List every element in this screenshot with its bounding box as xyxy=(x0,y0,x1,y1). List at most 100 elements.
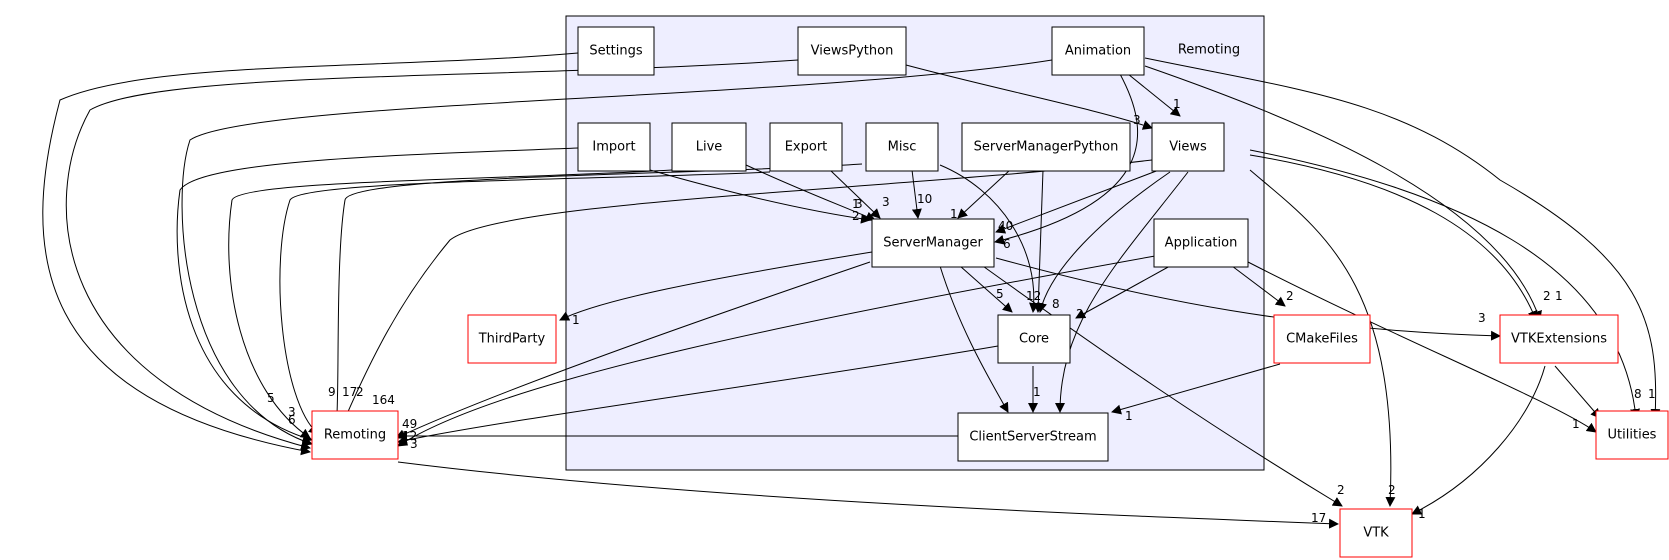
edges xyxy=(42,52,1661,529)
edge-count: 2 xyxy=(1388,483,1396,497)
node-live[interactable]: Live xyxy=(671,122,747,172)
node-remoting[interactable]: Remoting xyxy=(311,410,399,460)
edge-views-remoting xyxy=(338,159,1153,431)
edge-count: 2 xyxy=(356,385,364,399)
cluster-label: Remoting xyxy=(1178,43,1240,58)
edge-count: 3 xyxy=(882,195,890,209)
edge-application-core xyxy=(1075,265,1171,319)
edge-count: 10 xyxy=(917,192,932,206)
edge-count: 1 xyxy=(1555,289,1563,303)
node-client-server-stream[interactable]: ClientServerStream xyxy=(957,412,1109,462)
edge-count: 2 xyxy=(1076,307,1084,321)
edge-application-utilities xyxy=(1247,261,1597,433)
node-export[interactable]: Export xyxy=(769,122,843,172)
edge-count: 3 xyxy=(1478,311,1486,325)
node-vtk-extensions[interactable]: VTKExtensions xyxy=(1499,314,1619,364)
edge-count: 6 xyxy=(1003,237,1011,251)
edge-cmakefiles-clientserverstream xyxy=(1111,363,1281,415)
edge-core-remoting xyxy=(397,345,999,445)
edge-live-remoting xyxy=(228,169,673,439)
edge-application-cmakefiles xyxy=(1231,265,1286,307)
edge-servermanager-clientserverstream xyxy=(939,265,1009,413)
svg-text:Animation: Animation xyxy=(1065,44,1131,59)
edge-count: 164 xyxy=(372,393,395,407)
svg-text:CMakeFiles: CMakeFiles xyxy=(1286,332,1358,347)
edge-count: 1 xyxy=(852,197,860,211)
node-settings[interactable]: Settings xyxy=(577,26,655,76)
edge-animation-utilities xyxy=(1144,57,1661,419)
edge-servermanager-vtk xyxy=(979,263,1343,507)
svg-text:Core: Core xyxy=(1019,332,1049,347)
node-third-party[interactable]: ThirdParty xyxy=(467,314,557,364)
node-views[interactable]: Views xyxy=(1151,122,1225,172)
svg-text:ThirdParty: ThirdParty xyxy=(478,332,546,347)
svg-text:Export: Export xyxy=(785,140,828,155)
edge-import-servermanager xyxy=(649,169,871,224)
node-utilities[interactable]: Utilities xyxy=(1595,410,1669,460)
svg-text:ClientServerStream: ClientServerStream xyxy=(969,430,1096,445)
edge-views-servermanager xyxy=(995,161,1181,234)
svg-text:Settings: Settings xyxy=(589,44,643,59)
svg-text:Misc: Misc xyxy=(888,140,917,155)
edge-count: 17 xyxy=(342,385,357,399)
edge-smpython-servermanager xyxy=(957,169,1011,219)
node-import[interactable]: Import xyxy=(577,122,651,172)
edge-count: 12 xyxy=(1026,289,1041,303)
edge-servermanager-vtkextensions xyxy=(995,257,1501,341)
edge-servermanager-remoting xyxy=(395,261,871,439)
edge-remoting-vtk xyxy=(397,461,1339,529)
edge-vtkextensions-utilities xyxy=(1554,365,1601,419)
edge-live-servermanager xyxy=(745,164,876,222)
edge-smpython-core xyxy=(1033,169,1044,313)
edge-count: 3 xyxy=(855,197,863,211)
edge-count: 12 xyxy=(402,429,417,443)
edge-count: 6 xyxy=(288,413,296,427)
edge-servermanager-core xyxy=(959,265,1013,313)
edge-labels: 1 3 1 2 3 3 10 1 40 6 12 8 5 2 2 3 1 3 1… xyxy=(267,97,1656,525)
edge-count: 8 xyxy=(1052,297,1060,311)
edge-views-vtk xyxy=(1249,169,1396,507)
edge-count: 8 xyxy=(1634,387,1642,401)
edge-count: 1 xyxy=(1572,417,1580,431)
edge-application-remoting xyxy=(397,255,1156,447)
edge-count: 17 xyxy=(1311,511,1326,525)
edge-count: 2 xyxy=(1337,483,1345,497)
edge-count: 2 xyxy=(1286,289,1294,303)
svg-text:Remoting: Remoting xyxy=(324,428,386,443)
edge-count: 1 xyxy=(572,313,580,327)
node-cmake-files[interactable]: CMakeFiles xyxy=(1273,314,1371,364)
node-views-python[interactable]: ViewsPython xyxy=(797,26,907,76)
edge-count: 1 xyxy=(1173,97,1181,111)
nodes: Settings ViewsPython Animation Import Li… xyxy=(311,26,1669,558)
svg-text:Utilities: Utilities xyxy=(1608,428,1657,443)
svg-text:ServerManager: ServerManager xyxy=(883,236,983,251)
svg-text:ServerManagerPython: ServerManagerPython xyxy=(974,140,1119,155)
node-server-manager-python[interactable]: ServerManagerPython xyxy=(961,122,1131,172)
svg-text:VTK: VTK xyxy=(1363,526,1389,541)
svg-text:Live: Live xyxy=(696,140,723,155)
edge-misc-core xyxy=(939,164,1039,313)
node-core[interactable]: Core xyxy=(997,314,1071,364)
node-server-manager[interactable]: ServerManager xyxy=(871,218,995,268)
node-application[interactable]: Application xyxy=(1153,218,1249,268)
edge-count: 49 xyxy=(402,417,417,431)
edge-viewspython-views xyxy=(905,64,1153,130)
node-vtk[interactable]: VTK xyxy=(1339,508,1413,558)
node-misc[interactable]: Misc xyxy=(865,122,939,172)
edge-export-remoting xyxy=(279,171,771,435)
edge-count: 1 xyxy=(1125,409,1133,423)
edge-animation-vtkextensions xyxy=(1144,65,1542,321)
edge-count: 1 xyxy=(1648,387,1656,401)
edge-views-vtkextensions xyxy=(1249,154,1538,321)
edge-count: 1 xyxy=(950,207,958,221)
edge-vtkextensions-vtk xyxy=(1411,365,1546,515)
edge-count: 5 xyxy=(267,391,275,405)
edge-count: 1 xyxy=(1033,385,1041,399)
edge-views-utilities xyxy=(1249,149,1641,419)
edge-count: 3 xyxy=(1133,113,1141,127)
svg-text:ViewsPython: ViewsPython xyxy=(811,44,894,59)
edge-animation-views xyxy=(1127,73,1181,117)
node-animation[interactable]: Animation xyxy=(1051,26,1145,76)
svg-text:Views: Views xyxy=(1169,140,1207,155)
